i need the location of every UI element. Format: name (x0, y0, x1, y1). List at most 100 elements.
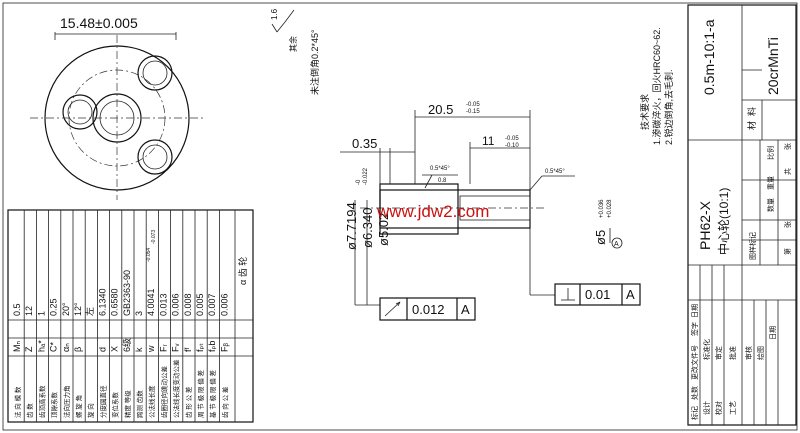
material: 20crMnTi (765, 37, 781, 95)
gear-row-symbol: k (134, 347, 144, 352)
gear-row-label: 变位系数 (111, 392, 120, 419)
date-label: 日期 (769, 326, 777, 340)
approve-label: 批准 (728, 346, 737, 360)
gear-w-tol: -0.054 (146, 248, 152, 262)
gear-row-value: 1 (36, 311, 46, 316)
tech-req-title: 技术要求 (639, 94, 650, 130)
gear-row-label: 齿圈径向跳动公差 (159, 366, 168, 419)
dim-dia-outer-tol-lower: -0.022 (363, 167, 369, 185)
gear-row-symbol: Fᵥ (171, 344, 181, 352)
gear-row-value: 0.006 (219, 293, 229, 316)
dim-len-left: 0.35 (352, 136, 377, 151)
col-weight: 重量 (767, 176, 775, 190)
dim-dia-bore: ø5 (593, 230, 608, 245)
dim-dia-outer: ø7.7194 (344, 202, 359, 250)
roughness-value: 1.6 (270, 8, 279, 20)
gear-row-label: 精度 等级 (123, 390, 132, 418)
gear-table-header: α 齿 轮 (237, 257, 248, 285)
craft-label: 工艺 (729, 401, 737, 415)
part-desc: 中心轮(10:1) (716, 188, 731, 255)
hole-bottom (137, 139, 173, 175)
gear-row-value: 0.006 (171, 293, 181, 316)
runout-value: 0.012 (412, 302, 445, 317)
gear-row-value: 12 (24, 306, 34, 316)
part-name: PH62-X (697, 200, 713, 250)
dim-len-right-tol-lower: -0.10 (505, 143, 519, 149)
hole-top (137, 55, 173, 91)
gear-row-label: 公法线长度变动公差 (172, 359, 181, 418)
gear-row-symbol: 6级 (121, 338, 132, 352)
col-scale: 比例 (766, 146, 775, 160)
gear-w-tol: -0.073 (151, 230, 157, 244)
rev-count: 处数 (690, 386, 699, 400)
top-dim-width: 15.48±0.005 (60, 15, 138, 31)
chamfer-b: 0.8 (438, 178, 447, 184)
gear-row-value: 3 (134, 311, 144, 316)
dim-len-total-tol-lower: -0.15 (466, 109, 480, 115)
watermark: www.jdw2.com (376, 202, 489, 221)
gear-row-value: 0.008 (183, 293, 193, 316)
tech-req-line2: 2.锐边倒角,去毛刺. (663, 69, 674, 145)
gear-row-value: 0.013 (158, 293, 168, 316)
datum-label: A (614, 241, 619, 248)
gear-row-symbol: Z (24, 346, 34, 352)
gear-row-symbol: β (73, 347, 83, 352)
gear-row-value: 12° (73, 302, 83, 316)
examine-label: 审核 (744, 346, 753, 360)
dim-len-total: 20.5 (428, 102, 453, 117)
rev-date: 日期 (691, 304, 699, 318)
gear-row-label: 顶隙系数 (50, 392, 59, 419)
gear-row-value: 0.5 (12, 303, 22, 316)
drawing-number: 0.5m-10:1-a (701, 19, 717, 95)
dim-dia-pitch: ø6.340 (360, 208, 375, 248)
gear-row-label: 法向压力角 (62, 386, 71, 419)
design-label: 设计 (702, 401, 711, 415)
sheet-total: 共 (783, 168, 792, 175)
chamfer-c: 0.5*45° (545, 169, 565, 175)
col-count: 数量 (766, 198, 775, 212)
tech-req-line1: 1.渗碳淬火，回火HRC60~62. (651, 27, 662, 145)
gear-row-label: 跨测 齿数 (135, 390, 144, 418)
gear-row-label: 齿顶高系数 (37, 385, 46, 418)
dim-len-right-tol-upper: -0.05 (505, 136, 519, 142)
gear-row-symbol: Fᵣ (158, 344, 168, 352)
gear-row-value: 左 (84, 307, 95, 316)
dim-dia-bore-tol-upper: +0.036 (599, 199, 605, 218)
title-block: 0.5m-10:1-a 20crMnTi 材 料 PH62-X 中心轮(10:1… (687, 4, 797, 426)
gear-row-label: 法 向 模 数 (13, 386, 22, 418)
chamfer-note: 未注倒角0.2*45° (309, 29, 320, 95)
sheet-label: 张 (783, 143, 792, 150)
rev-doc: 更改文件号 (690, 345, 699, 380)
draw-label: 绘图 (756, 346, 765, 360)
gear-row-value: 0.25 (49, 298, 59, 316)
gear-row-value: 0.007 (207, 293, 217, 316)
perp-datum: A (626, 287, 635, 302)
material-label: 材 (746, 121, 757, 130)
sheet-label2: 张 (783, 221, 792, 228)
gear-row-value: 6.1340 (97, 288, 107, 316)
gear-row-value: 0.005 (195, 293, 205, 316)
gear-row-label: 齿 数 (25, 403, 34, 418)
dim-dia-root: ø5.02 (376, 213, 391, 246)
roughness-note: 1.6 其余 未注倒角0.2*45° (270, 8, 320, 95)
top-view: 15.48±0.005 (30, 15, 205, 200)
perp-frame: 0.01 A (554, 283, 641, 306)
review-label: 审定 (714, 346, 723, 360)
roughness-rest-label: 其余 (288, 36, 298, 52)
gear-row-symbol: fₚₜ (195, 343, 205, 352)
gear-row-label: 齿 形 公 差 (184, 386, 193, 418)
tech-requirements: 技术要求 1.渗碳淬火，回火HRC60~62. 2.锐边倒角,去毛刺. (639, 27, 674, 145)
dim-dia-bore-tol-lower: +0.028 (607, 199, 613, 218)
rev-sign: 签字 (690, 322, 699, 336)
gear-row-symbol: w (146, 345, 156, 353)
gear-row-symbol: fᶠ (183, 347, 193, 352)
gear-row-label: 旋 向 (86, 403, 95, 418)
gear-row-symbol: Mₙ (12, 341, 22, 352)
gear-row-label: 分度圆直径 (98, 385, 107, 418)
dim-len-total-tol-upper: -0.05 (466, 102, 480, 108)
gear-row-symbol: d (97, 347, 107, 352)
rev-mark: 标记 (690, 406, 699, 420)
